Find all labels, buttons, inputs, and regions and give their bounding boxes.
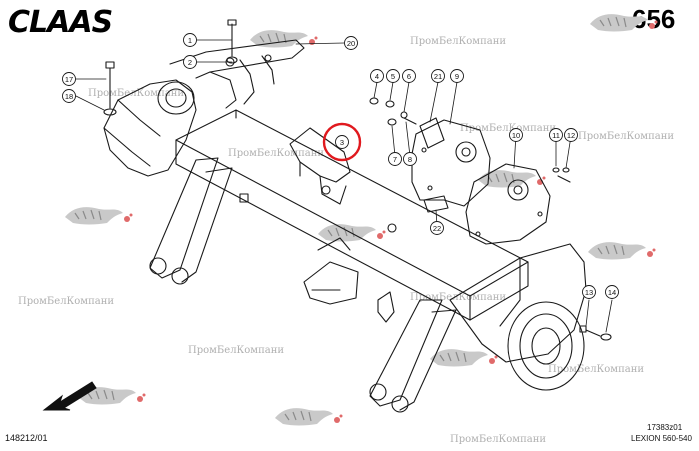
doc-code: 148212/01 [5, 433, 48, 443]
leader-lines [75, 39, 613, 333]
hardware-4-8 [369, 97, 417, 126]
watermark-tiger-icon [429, 348, 499, 368]
svg-text:11: 11 [552, 131, 560, 140]
left-support-arm [149, 157, 233, 285]
svg-text:7: 7 [393, 155, 397, 164]
svg-text:10: 10 [512, 131, 520, 140]
svg-text:18: 18 [65, 92, 73, 101]
callout-5[interactable]: 5 [386, 69, 400, 83]
watermark-text: ПромБелКомпани [460, 123, 557, 134]
claas-logo: CLAAS [8, 5, 113, 40]
svg-text:21: 21 [434, 72, 442, 81]
svg-text:14: 14 [608, 288, 616, 297]
svg-text:4: 4 [375, 72, 379, 81]
callout-12[interactable]: 12 [564, 128, 578, 142]
watermark-text: ПромБелКомпани [188, 345, 285, 356]
watermark-text: ПромБелКомпани [88, 88, 185, 99]
direction-arrow-icon [42, 381, 97, 411]
callout-2[interactable]: 2 [183, 55, 197, 69]
svg-text:1: 1 [188, 36, 192, 45]
svg-text:22: 22 [433, 224, 441, 233]
callout-18[interactable]: 18 [62, 89, 76, 103]
right-axle-housing [449, 243, 587, 391]
model-label: LEXION 560-540 [631, 434, 692, 443]
callout-1[interactable]: 1 [183, 33, 197, 47]
bracket-plate-9 [411, 117, 491, 207]
watermark-text: ПромБелКомпани [410, 292, 507, 303]
hitch-bracket [303, 237, 395, 323]
watermark-text: ПромБелКомпани [578, 131, 675, 142]
watermark-text: ПромБелКомпани [548, 364, 645, 375]
watermark-tiger-icon [64, 206, 134, 226]
svg-text:13: 13 [585, 288, 593, 297]
callout-7[interactable]: 7 [388, 152, 402, 166]
callout-10[interactable]: 10 [509, 128, 523, 142]
callout-3[interactable]: 3 [335, 135, 349, 149]
watermark-tiger-icon [587, 241, 657, 261]
watermark-tiger-icon [274, 407, 344, 427]
svg-text:2: 2 [188, 58, 192, 67]
callout-9[interactable]: 9 [450, 69, 464, 83]
callout-20[interactable]: 20 [344, 36, 358, 50]
central-bracket [289, 127, 351, 205]
callout-4[interactable]: 4 [370, 69, 384, 83]
bolt-13-14 [579, 325, 612, 341]
right-support-arm [369, 299, 457, 413]
bracket-plate-10 [465, 163, 551, 245]
svg-text:20: 20 [347, 39, 355, 48]
callout-8[interactable]: 8 [403, 152, 417, 166]
callout-21[interactable]: 21 [431, 69, 445, 83]
svg-text:9: 9 [455, 72, 459, 81]
svg-text:8: 8 [408, 155, 412, 164]
callout-22[interactable]: 22 [430, 221, 444, 235]
watermark-text: ПромБелКомпани [228, 148, 325, 159]
left-axle-housing [103, 79, 197, 177]
top-cross-member [169, 39, 305, 109]
watermark-text: ПромБелКомпани [450, 434, 547, 445]
main-beam [175, 109, 529, 321]
svg-text:6: 6 [407, 72, 411, 81]
bolt-1-nut-2 [226, 19, 238, 64]
watermark-tiger-icon [589, 13, 659, 33]
bolt-17-washer-18 [103, 61, 117, 116]
watermark-text: ПромБелКомпани [18, 296, 115, 307]
bolt-11-12 [552, 167, 571, 183]
callout-11[interactable]: 11 [549, 128, 563, 142]
svg-text:17: 17 [65, 75, 73, 84]
drawing-code: 17383z01 [647, 423, 683, 432]
callout-6[interactable]: 6 [402, 69, 416, 83]
watermark-text: ПромБелКомпани [410, 36, 507, 47]
callout-14[interactable]: 14 [605, 285, 619, 299]
svg-text:5: 5 [391, 72, 395, 81]
highlight-ring [322, 122, 362, 162]
svg-text:12: 12 [567, 131, 575, 140]
plate-22 [423, 195, 449, 213]
svg-text:3: 3 [340, 138, 344, 147]
callout-13[interactable]: 13 [582, 285, 596, 299]
callout-17[interactable]: 17 [62, 72, 76, 86]
